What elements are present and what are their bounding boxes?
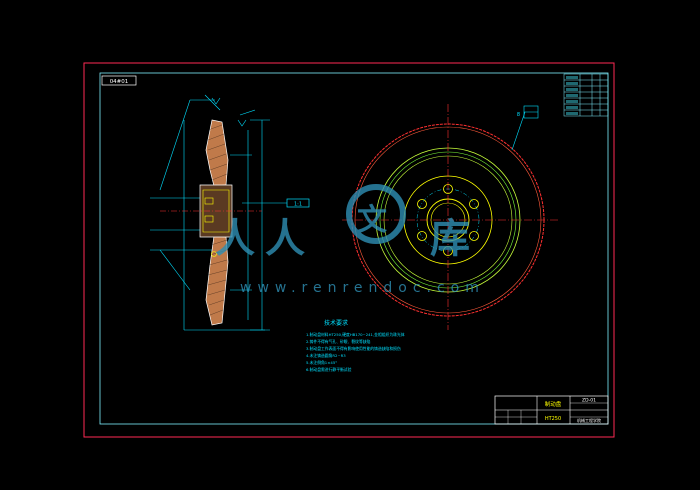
title-block: 制动盘 HT250 ZD-01 机械工程学院	[494, 395, 609, 425]
detail-marker-label: 1:1	[294, 202, 302, 208]
part-ref: 8	[517, 112, 520, 118]
watermark-char: 人	[215, 216, 255, 262]
note-line: 1.制动盘材料HT250,硬度HB170~241,金相组织为珠光体	[306, 332, 405, 337]
watermark-char: 库	[430, 216, 470, 262]
bolt-holes	[417, 184, 479, 256]
front-view: 8	[342, 104, 558, 330]
bolt-hole	[417, 199, 427, 209]
watermark-logo-ring	[346, 184, 406, 244]
note-line: 5.未注倒角1×45°	[306, 360, 337, 365]
note-line: 2.铸件不得有气孔、砂眼、裂纹等缺陷	[306, 339, 371, 344]
bolt-hole	[469, 199, 479, 209]
outer-border	[83, 62, 615, 438]
title-drawing-number: ZD-01	[582, 398, 596, 404]
title-material: HT250	[545, 416, 561, 422]
technical-notes: 技术要求 1.制动盘材料HT250,硬度HB170~241,金相组织为珠光体 2…	[306, 319, 405, 372]
note-line: 4.未注铸造圆角R2~R3	[306, 353, 346, 358]
watermark-char: 人	[265, 216, 305, 262]
inner-border	[99, 72, 609, 425]
note-line: 6.制动盘需进行静平衡试验	[306, 367, 352, 372]
cross-section-view: 1:1	[150, 94, 310, 331]
friction-ring-lower	[205, 235, 229, 326]
bolt-hole	[443, 246, 453, 256]
title-school: 机械工程学院	[577, 417, 601, 423]
code-box-label: 04#01	[110, 79, 129, 85]
watermark-url: www.renrendoc.com	[240, 280, 485, 296]
parameter-table-fills	[566, 76, 578, 115]
watermark: 人 人 文 库 www.renrendoc.com	[215, 184, 485, 296]
parameter-table	[563, 73, 609, 117]
note-line: 3.制动盘工作表面不得有影响使用性能的铸造缺陷和损伤	[306, 346, 401, 351]
bolt-hole	[469, 231, 479, 241]
title-part-name: 制动盘	[545, 400, 562, 408]
bolt-hole	[417, 231, 427, 241]
notes-title: 技术要求	[324, 319, 348, 327]
friction-ring-upper	[205, 119, 229, 187]
code-box: 04#01	[101, 75, 137, 86]
watermark-char: 文	[357, 203, 387, 238]
